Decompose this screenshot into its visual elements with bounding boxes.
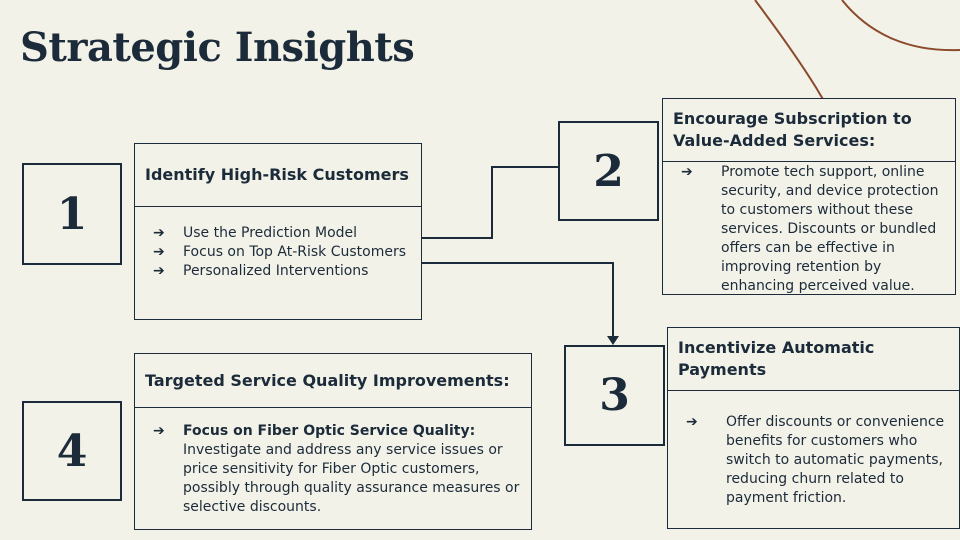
step-4-number: 4	[22, 401, 122, 501]
connector-1-to-3-arrowhead	[607, 336, 619, 345]
step-2-bullet-1: ➔Promote tech support, online security, …	[681, 164, 939, 294]
step-1-heading: Identify High-Risk Customers	[135, 144, 421, 207]
step-3-heading: Incentivize Automatic Payments	[668, 328, 959, 391]
step-2-card: Encourage Subscription to Value-Added Se…	[662, 98, 956, 295]
step-1-bullet-1: ➔Use the Prediction Model	[153, 225, 358, 241]
step-4-card: Targeted Service Quality Improvements: ➔…	[134, 353, 532, 530]
step-2-heading: Encourage Subscription to Value-Added Se…	[663, 99, 955, 162]
step-4-bullet-bold: Focus on Fiber Optic Service Quality:	[183, 423, 476, 439]
step-4-bullet-1: ➔ Focus on Fiber Optic Service Quality:I…	[153, 423, 520, 515]
step-2-number: 2	[558, 121, 659, 221]
step-1-card: Identify High-Risk Customers ➔Use the Pr…	[134, 143, 422, 320]
step-4-heading: Targeted Service Quality Improvements:	[135, 354, 531, 408]
page-title: Strategic Insights	[20, 24, 415, 71]
step-4-bullet-text: Investigate and address any service issu…	[183, 442, 520, 515]
step-1-number: 1	[22, 163, 122, 265]
step-1-bullet-2: ➔Focus on Top At-Risk Customers	[153, 244, 407, 260]
connector-1-to-3	[421, 262, 614, 336]
step-1-bullet-3: ➔Personalized Interventions	[153, 263, 369, 279]
connector-1-to-2	[421, 166, 558, 239]
step-3-bullet-1: ➔Offer discounts or convenience benefits…	[686, 414, 945, 506]
step-3-card: Incentivize Automatic Payments ➔Offer di…	[667, 327, 960, 529]
step-3-number: 3	[564, 345, 665, 446]
